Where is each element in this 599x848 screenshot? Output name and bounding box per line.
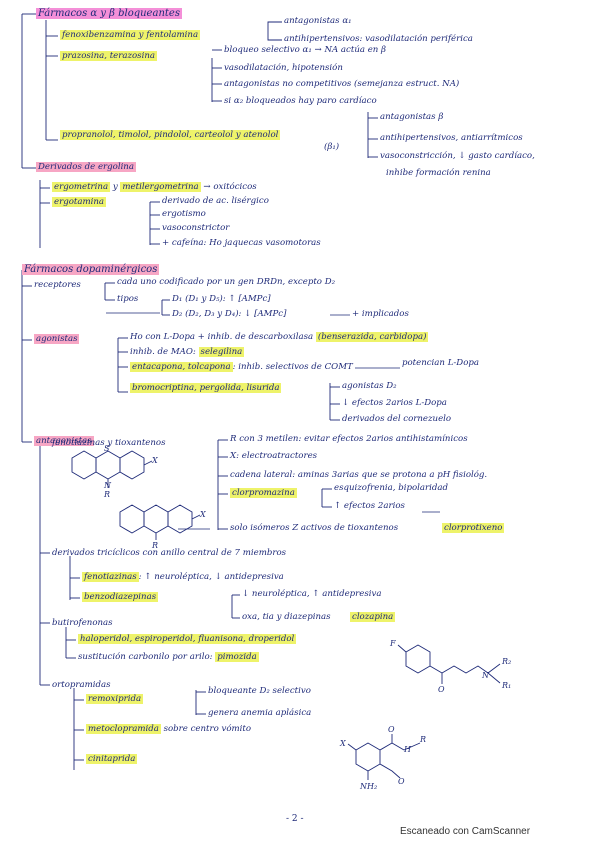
triciclicos-label: derivados tricíclicos con anillo central… [52,548,287,558]
drug-ergometrina: ergometrina y metilergometrina → oxitóci… [52,182,257,192]
mol3-f: F [390,639,396,648]
drug-prazosina: prazosina, terazosina [60,51,158,61]
mol1-s: S [104,444,110,453]
note-ergo-2: ergotismo [162,209,206,219]
note-prazo-3: antagonistas no competitivos (semejanza … [224,79,460,89]
note-prazo-2: vasodilatación, hipotensión [224,63,343,73]
note-ag-4b: ↓ efectos 2arios L-Dopa [342,398,447,408]
butirofenonas-label: butirofenonas [52,618,113,628]
note-tric-1: fenotiazinas: ↑ neuroléptica, ↓ antidepr… [82,572,284,582]
note-feno-2: X: electroatractores [230,451,318,461]
drug-clozapina: clozapina [350,612,396,622]
note-clorpro-2: ↑ efectos 2arios [334,501,405,511]
note-tipo-1: D₁ (D₁ y D₅): ↑ [AMPc] [172,294,271,304]
mol3-r1: R₁ [502,681,512,690]
drug-benzodiazepinas: benzodiazepinas [82,592,159,602]
section-title-dopaminergicos: Fármacos dopaminérgicos [22,264,160,275]
note-ag-3: entacapona, tolcapona: inhib. selectivos… [130,362,353,372]
note-ergo-3: vasoconstrictor [162,223,230,233]
scanner-watermark: Escaneado con CamScanner [400,826,531,837]
mol3-r2: R₂ [502,657,512,666]
note-tric-2a: ↓ neuroléptica, ↑ antidepresiva [242,589,382,599]
note-butiro-2: sustitución carbonilo por arilo: pimozid… [78,652,259,662]
mol4-x: X [340,739,346,748]
note-feno-1: R con 3 metilen: evitar efectos 2arios a… [230,434,468,444]
note-ag-4: bromocriptina, pergolida, lisurida [130,383,282,393]
note-remox-1: bloqueante D₂ selectivo [208,686,311,696]
page-number: - 2 - [286,814,304,824]
note-clorpro-1: esquizofrenia, bipolaridad [334,483,449,493]
drug-remoxiprida: remoxiprida [86,694,144,704]
note-tric-2b: oxa, tia y diazepinas [242,612,331,622]
note-ag-2: inhib. de MAO: selegilina [130,347,245,357]
note-ag-1: Ho con L-Dopa + inhib. de descarboxilasa… [130,332,429,342]
note-ag-4c: derivados del cornezuelo [342,414,452,424]
mol1-n: N [104,481,111,490]
note-tipos-r: + implicados [352,309,409,319]
drug-propranolol: propranolol, timolol, pindolol, carteolo… [60,130,281,140]
note-remox-2: genera anemia aplásica [208,708,312,718]
mol4-nh2: NH₂ [360,782,378,791]
section-ergolina: Derivados de ergolina [36,162,136,172]
mol1-r: R [104,490,111,499]
tipos-label: tipos [117,294,139,304]
note-tipo-2: D₂ (D₂, D₃ y D₄): ↓ [AMPc] [172,309,287,319]
agonistas-label: agonistas [34,334,80,344]
section-title-alpha-beta: Fármacos α y β bloqueantes [36,8,182,19]
note-propra-2: antihipertensivos, antiarrítmicos [380,133,523,143]
mol3-n: N [482,671,489,680]
drug-ergotamina: ergotamina [52,197,107,207]
drug-clorprotixeno: clorprotixeno [442,523,505,533]
note-rec-1: cada uno codificado por un gen DRDn, exc… [117,277,336,287]
antagonistas-label: antagonistas [34,436,94,446]
note-feno-3: cadena lateral: aminas 3arias que se pro… [230,470,488,480]
mol4-o2: O [398,777,405,786]
drug-cinitaprida: cinitaprida [86,754,138,764]
mol2-r: R [152,541,159,550]
ortopramidas-label: ortopramidas [52,680,111,690]
note-propra-b1: (β₁) [324,142,340,152]
note-ergo-4: + cafeína: Ho jaquecas vasomotoras [162,238,321,248]
drug-clorpromazina: clorpromazina [230,488,297,498]
mol2-x: X [200,510,206,519]
mol4-r: R [420,735,427,744]
note-butiro-1: haloperidol, espiroperidol, fluanisona, … [78,634,297,644]
mol3-o: O [438,685,445,694]
note-prazo-4: si α₂ bloqueados hay paro cardíaco [224,96,377,106]
note-propra-1: antagonistas β [380,112,444,122]
fenotiazinas-label: fenotiazinas y tioxantenos [52,438,166,448]
receptores-label: receptores [34,280,81,290]
note-ag-4a: agonistas D₂ [342,381,397,391]
note-fenoxi-2: antihipertensivos: vasodilatación perifé… [284,34,473,44]
note-feno-5: solo isómeros Z activos de tioxantenos [230,523,399,533]
note-fenoxi-1: antagonistas α₁ [284,16,352,26]
drug-metoclopramida: metoclopramida sobre centro vómito [86,724,252,734]
mol1-x: X [152,456,158,465]
note-propra-3b: inhibe formación renina [386,168,491,178]
note-prazo-1: bloqueo selectivo α₁ → NA actúa en β [224,45,387,55]
mol4-o: O [388,725,395,734]
note-propra-3: vasoconstricción, ↓ gasto cardíaco, [380,151,535,161]
drug-fenoxibenzamina: fenoxibenzamina y fentolamina [60,30,201,40]
note-ag-3r: potencian L-Dopa [402,358,479,368]
mol4-h: H [404,745,411,754]
note-ergo-1: derivado de ac. lisérgico [162,196,269,206]
